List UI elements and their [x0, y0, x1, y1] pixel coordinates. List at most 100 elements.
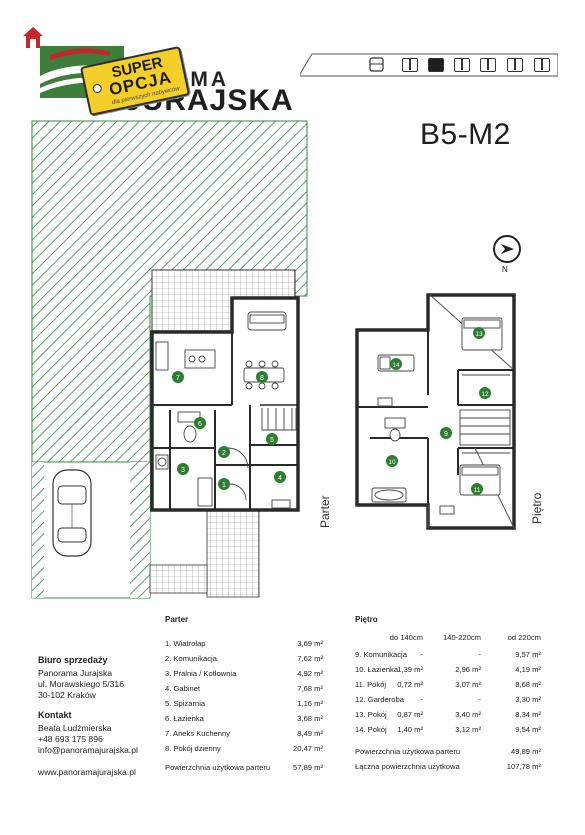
house-pin-icon — [23, 27, 43, 48]
floor-plans: 1 2 3 4 5 6 7 8 — [31, 120, 521, 599]
svg-text:7: 7 — [176, 375, 180, 382]
room-name: 6. Łazienka — [165, 714, 204, 723]
table-row: 12. Garderoba--3,30 m² — [355, 695, 541, 704]
svg-text:2: 2 — [222, 450, 226, 457]
ground-floor-room-markers: 1 2 3 4 5 6 7 8 — [172, 371, 286, 490]
column-header: 140-220cm — [443, 633, 481, 642]
website-link[interactable]: www.panoramajurajska.pl — [38, 767, 136, 777]
tag-hole-icon — [91, 83, 103, 94]
keymap-unit-1[interactable] — [402, 58, 418, 72]
room-name: 10. Łazienka — [355, 665, 399, 674]
svg-text:9: 9 — [444, 431, 448, 438]
room-name: 4. Gabinet — [165, 684, 201, 693]
svg-text:6: 6 — [198, 421, 202, 428]
table-row: 2. Komunikacja 7,62 m² — [165, 651, 323, 666]
room-name: 9. Komunikacja — [355, 650, 407, 659]
room-marker-13[interactable]: 13 — [473, 327, 485, 339]
pietro-area-table: Piętro do 140cm 140-220cm od 220cm 9. Ko… — [355, 615, 541, 774]
pietro-total-row: Powierzchnia użytkowa parteru 49,89 m² — [355, 744, 541, 759]
room-name: 12. Garderoba — [355, 695, 404, 704]
compass-label: N — [502, 265, 508, 274]
upper-floor-label: Piętro — [530, 492, 544, 524]
total-value: 107,78 m² — [506, 762, 541, 771]
room-area: 8,49 m² — [297, 729, 323, 738]
room-marker-9[interactable]: 9 — [440, 427, 452, 439]
room-name: 13. Pokój — [355, 710, 387, 719]
compass-icon: N — [493, 235, 521, 274]
svg-text:10: 10 — [388, 459, 396, 466]
room-marker-4[interactable]: 4 — [274, 471, 286, 483]
column-header: do 140cm — [389, 633, 423, 642]
svg-text:12: 12 — [481, 391, 489, 398]
keymap-unit-4[interactable] — [480, 58, 496, 72]
total-label: Powierzchnia użytkowa parteru — [355, 747, 461, 756]
keymap-unit-2-selected[interactable] — [428, 58, 444, 72]
room-marker-2[interactable]: 2 — [218, 446, 230, 458]
table-row: 7. Aneks Kuchenny 8,49 m² — [165, 726, 323, 741]
keymap-unit-6[interactable] — [534, 58, 550, 72]
contact-email[interactable]: info@panoramajurajska.pl — [38, 745, 138, 755]
room-name: 8. Pokój dzienny — [165, 744, 221, 753]
room-marker-1[interactable]: 1 — [218, 478, 230, 490]
room-name: 7. Aneks Kuchenny — [165, 729, 231, 738]
room-name: 2. Komunikacja — [165, 654, 217, 663]
room-marker-7[interactable]: 7 — [172, 371, 184, 383]
svg-text:14: 14 — [392, 362, 400, 369]
room-marker-10[interactable]: 10 — [386, 455, 398, 467]
upper-floor-room-markers: 9 10 11 12 13 14 — [386, 327, 491, 495]
total-label: Powierzchnia użytkowa parteru — [165, 763, 271, 772]
grand-total-row: Łączna powierzchnia użytkowa 107,78 m² — [355, 759, 541, 774]
svg-text:13: 13 — [475, 331, 483, 338]
room-name: 3. Pralnia / Kotłownia — [165, 669, 237, 678]
room-name: 5. Spiżarnia — [165, 699, 206, 708]
room-marker-5[interactable]: 5 — [266, 433, 278, 445]
room-area: 7,68 m² — [297, 684, 323, 693]
total-label: Łączna powierzchnia użytkowa — [355, 762, 460, 771]
room-marker-8[interactable]: 8 — [256, 371, 268, 383]
svg-text:8: 8 — [260, 375, 264, 382]
unit-code: B5-M2 — [420, 118, 511, 151]
svg-text:5: 5 — [270, 437, 274, 444]
brand-logo[interactable]: RAMA JURAJSKA SUPER OPCJA dla pierwszych… — [22, 24, 293, 117]
room-area: 1,16 m² — [297, 699, 323, 708]
ground-floor-furniture — [155, 311, 297, 509]
total-value: 49,89 m² — [511, 747, 541, 756]
parter-total-row: Powierzchnia użytkowa parteru 57,89 m² — [165, 760, 323, 775]
table-row: 9. Komunikacja--9,57 m² — [355, 650, 541, 659]
upper-floor-furniture — [371, 317, 511, 515]
room-area: 7,62 m² — [297, 654, 323, 663]
room-area: 3,68 m² — [297, 714, 323, 723]
room-name: 14. Pokój — [355, 725, 387, 734]
room-name: 11. Pokój — [355, 680, 387, 689]
room-marker-12[interactable]: 12 — [479, 387, 491, 399]
room-marker-11[interactable]: 11 — [471, 483, 483, 495]
room-marker-14[interactable]: 14 — [390, 358, 402, 370]
sales-office-block: Biuro sprzedaży Panorama Jurajska ul. Mo… — [38, 655, 158, 778]
parter-title: Parter — [165, 615, 189, 624]
ground-floor-label: Parter — [318, 495, 332, 528]
room-marker-3[interactable]: 3 — [177, 463, 189, 475]
svg-text:1: 1 — [222, 482, 226, 489]
table-row: 6. Łazienka 3,68 m² — [165, 711, 323, 726]
contact-phone[interactable]: +48 693 175 896 — [38, 734, 103, 744]
svg-text:3: 3 — [181, 467, 185, 474]
svg-text:4: 4 — [278, 475, 282, 482]
total-value: 57,89 m² — [293, 763, 323, 772]
table-row: 4. Gabinet 7,68 m² — [165, 681, 323, 696]
contact-heading: Kontakt — [38, 710, 72, 720]
keymap-unit-3[interactable] — [454, 58, 470, 72]
keymap-unit-5[interactable] — [507, 58, 523, 72]
table-row: 3. Pralnia / Kotłownia 4,92 m² — [165, 666, 323, 681]
room-marker-6[interactable]: 6 — [194, 417, 206, 429]
building-keymap — [300, 52, 558, 80]
room-area: 4,92 m² — [297, 669, 323, 678]
room-area: 3,69 m² — [297, 639, 323, 648]
car-icon — [52, 469, 92, 557]
